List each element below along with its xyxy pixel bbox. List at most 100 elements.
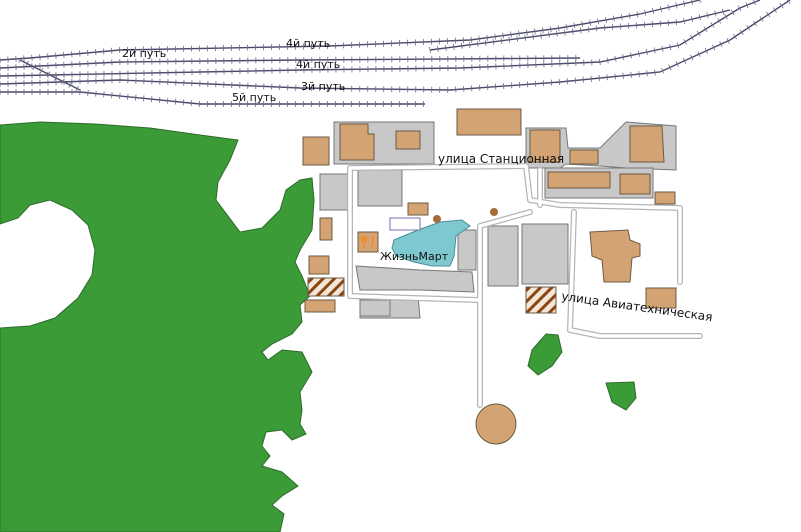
rail-tie bbox=[614, 55, 617, 62]
rail-tie bbox=[704, 47, 708, 54]
rail-tie bbox=[606, 57, 609, 64]
rail-tie bbox=[476, 40, 479, 47]
rail-tie bbox=[766, 11, 771, 18]
rail-tie bbox=[502, 32, 504, 39]
rail-tie bbox=[581, 21, 584, 28]
rail-tie bbox=[119, 92, 121, 100]
street-label-aviatekhnicheskaya: улица Авиатехническая bbox=[561, 289, 714, 324]
rail-tie bbox=[548, 31, 550, 38]
rail-tie bbox=[510, 31, 512, 38]
rail-tie bbox=[87, 89, 89, 96]
rail-label-5: 5й путь bbox=[232, 91, 276, 104]
rail-ties bbox=[0, 0, 791, 107]
rail-tie bbox=[628, 12, 631, 19]
buildings bbox=[302, 108, 677, 445]
shop-poi[interactable] bbox=[357, 231, 379, 253]
rail-tie bbox=[637, 50, 640, 57]
rail-tie bbox=[732, 33, 737, 40]
rail-tie bbox=[737, 5, 742, 12]
rail-tie bbox=[549, 26, 552, 33]
rail-tie bbox=[79, 50, 81, 57]
rail-tie bbox=[699, 0, 701, 4]
rail-tie bbox=[95, 49, 97, 56]
rail-tie bbox=[486, 34, 489, 41]
rail-tie bbox=[572, 28, 574, 35]
rail-tie bbox=[669, 44, 672, 51]
rail-tie bbox=[646, 70, 648, 77]
rail-tie bbox=[706, 12, 709, 19]
rail-tie bbox=[32, 64, 37, 71]
rail-tie bbox=[18, 57, 22, 63]
rail-tie bbox=[103, 91, 105, 98]
rail-tie bbox=[606, 74, 608, 81]
rail-tie bbox=[675, 2, 678, 9]
rail-tie bbox=[644, 9, 647, 16]
rail-tie bbox=[492, 38, 495, 45]
rail-tie bbox=[39, 54, 41, 61]
rail-tie bbox=[590, 75, 592, 82]
rail-tie bbox=[667, 4, 670, 11]
rail-tie bbox=[582, 76, 585, 83]
rail-tie bbox=[714, 10, 717, 17]
rail-tie bbox=[682, 57, 687, 64]
rail-tie bbox=[786, 0, 791, 4]
rail-tie bbox=[636, 11, 639, 18]
rail-tie bbox=[598, 75, 600, 82]
roads bbox=[347, 163, 703, 408]
rail-label-2: 2й путь bbox=[122, 47, 166, 60]
rail-tie bbox=[724, 13, 728, 20]
rail-label-4b: 4й путь bbox=[296, 58, 340, 71]
rail-tie bbox=[61, 78, 65, 85]
rail-tie bbox=[630, 52, 633, 59]
green-patch bbox=[605, 381, 637, 411]
rail-tie bbox=[668, 64, 672, 71]
rail-tie bbox=[190, 100, 193, 107]
rail-tie bbox=[654, 69, 656, 76]
railway bbox=[0, 0, 791, 105]
rail-tie bbox=[595, 25, 598, 32]
rail-tie bbox=[712, 44, 716, 51]
rail-tie bbox=[659, 6, 662, 13]
rail-tie bbox=[534, 28, 536, 35]
rail-tie bbox=[31, 54, 33, 61]
rail-tie bbox=[717, 18, 722, 24]
rail-tie bbox=[565, 23, 568, 30]
rail-tie bbox=[564, 29, 566, 36]
rail-tie bbox=[683, 39, 688, 45]
rail-tie bbox=[622, 54, 625, 61]
pond bbox=[391, 219, 471, 267]
restaurant-icon bbox=[361, 235, 375, 248]
rail-tie bbox=[612, 15, 615, 22]
rail-label-4a: 4й путь bbox=[286, 37, 330, 50]
shop-label: ЖизньМарт bbox=[380, 250, 449, 263]
rail-tie bbox=[182, 99, 185, 106]
rail-tie bbox=[142, 95, 145, 102]
street-label-stantsionnaya: улица Станционная bbox=[438, 152, 564, 166]
rail-tie bbox=[470, 36, 473, 43]
rail-tie bbox=[68, 82, 72, 88]
rail-tie bbox=[484, 39, 487, 46]
rail-tie bbox=[478, 35, 481, 42]
rail-tie bbox=[683, 0, 686, 7]
rail-tie bbox=[540, 32, 542, 39]
rail-tie bbox=[557, 25, 560, 32]
rail-tie bbox=[645, 49, 648, 56]
rail-tie bbox=[135, 94, 137, 101]
rail-tie bbox=[46, 71, 51, 78]
rail-tie bbox=[675, 61, 679, 68]
rail-tie bbox=[166, 97, 169, 104]
rail-tie bbox=[111, 92, 113, 99]
rail-tie bbox=[79, 88, 81, 96]
rail-tie bbox=[63, 51, 65, 59]
rail-tie bbox=[696, 30, 701, 37]
rail-tie bbox=[739, 29, 744, 35]
forest-area bbox=[0, 121, 315, 532]
rail-tie bbox=[437, 45, 439, 52]
rail-tie bbox=[698, 14, 701, 21]
green-patch bbox=[527, 333, 563, 376]
rail-tie bbox=[598, 58, 601, 66]
rail-tie bbox=[500, 37, 503, 44]
rail-tie bbox=[653, 47, 656, 54]
